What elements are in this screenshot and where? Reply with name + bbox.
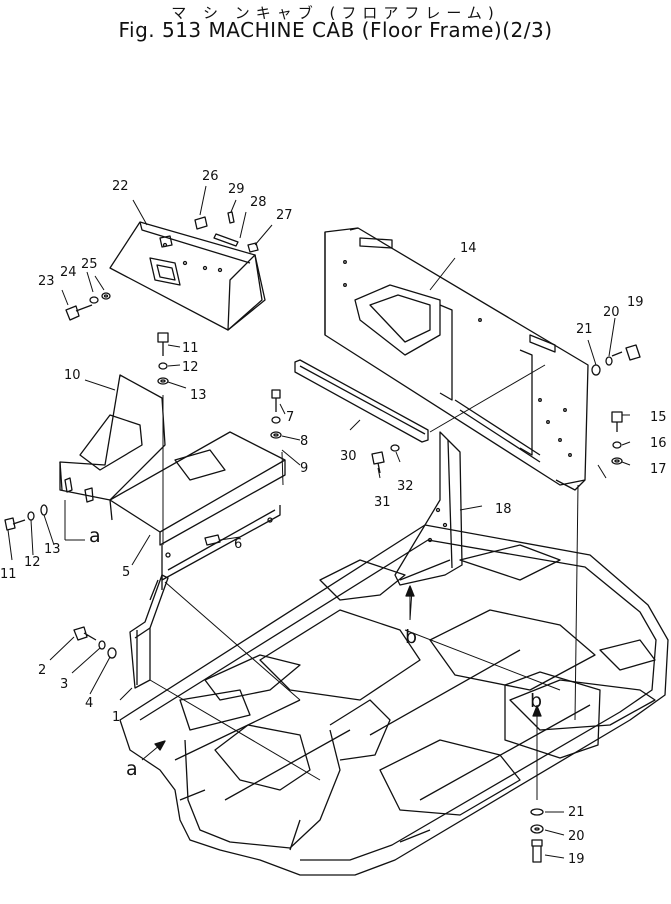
small-part-6 xyxy=(204,534,221,546)
callout-24: 24 xyxy=(60,265,77,280)
callout-15: 15 xyxy=(650,410,667,425)
rear-panel-14 xyxy=(324,227,589,491)
console-box-22 xyxy=(109,221,266,331)
callout-2: 2 xyxy=(38,663,46,678)
console-hardware xyxy=(194,211,259,253)
callout-14: 14 xyxy=(460,241,477,256)
reference-b-right: b xyxy=(530,690,542,712)
fasteners-31-32 xyxy=(371,444,400,474)
callout-7: 7 xyxy=(286,410,294,425)
callout-27: 27 xyxy=(276,208,293,223)
callout-26: 26 xyxy=(202,169,219,184)
callout-19-right: 19 xyxy=(627,295,644,310)
callout-20-right: 20 xyxy=(603,305,620,320)
reference-a-bottom: a xyxy=(126,758,138,780)
callout-5: 5 xyxy=(122,565,130,580)
fasteners-7-9 xyxy=(270,389,282,439)
callout-29: 29 xyxy=(228,182,245,197)
title-japanese: マ シ ンキャブ (フロアフレーム) xyxy=(171,4,500,22)
callout-9: 9 xyxy=(300,461,308,476)
callout-8: 8 xyxy=(300,434,308,449)
callout-31: 31 xyxy=(374,495,391,510)
callout-10: 10 xyxy=(64,368,81,383)
callout-13-top: 13 xyxy=(190,388,207,403)
callout-32: 32 xyxy=(397,479,414,494)
panel-hinge-top xyxy=(359,237,393,249)
callout-17: 17 xyxy=(650,462,667,477)
callout-19-bottom: 19 xyxy=(568,852,585,867)
fasteners-11-13-top xyxy=(157,332,169,385)
callout-12-left: 12 xyxy=(24,555,41,570)
reference-arrows xyxy=(141,585,542,761)
callout-11-left: 11 xyxy=(0,567,17,582)
panel-hinge-right xyxy=(529,334,556,353)
fasteners-19-21-right xyxy=(591,344,641,376)
callout-30: 30 xyxy=(340,449,357,464)
callout-labels: 1 2 3 4 5 6 7 8 9 10 11 11 12 12 13 13 1… xyxy=(0,169,667,867)
callout-21-bottom: 21 xyxy=(568,805,585,820)
leader-lines xyxy=(7,185,631,859)
callout-21-right: 21 xyxy=(576,322,593,337)
reference-b-center: b xyxy=(405,626,417,648)
callout-13-left: 13 xyxy=(44,542,61,557)
callout-3: 3 xyxy=(60,677,68,692)
callout-6: 6 xyxy=(234,537,242,552)
floor-frame xyxy=(119,524,669,876)
fasteners-15-17 xyxy=(611,411,623,465)
reference-labels: a a b b xyxy=(89,525,542,780)
callout-25: 25 xyxy=(81,257,98,272)
callout-12-top: 12 xyxy=(182,360,199,375)
fasteners-23-25 xyxy=(65,292,111,321)
fasteners-2-4 xyxy=(73,626,117,659)
callout-22: 22 xyxy=(112,179,129,194)
callout-1: 1 xyxy=(112,710,120,725)
callout-20-bottom: 20 xyxy=(568,829,585,844)
page-title: Fig. 513 MACHINE CAB (Floor Frame)(2/3) xyxy=(118,18,553,42)
callout-23: 23 xyxy=(38,274,55,289)
strip-30 xyxy=(294,359,429,443)
reference-a-left: a xyxy=(89,525,101,547)
post-1 xyxy=(129,574,169,689)
callout-4: 4 xyxy=(85,696,93,711)
fasteners-19-21-bottom xyxy=(530,808,544,863)
callout-11-top: 11 xyxy=(182,341,199,356)
side-bracket-18 xyxy=(394,431,463,586)
callout-16: 16 xyxy=(650,436,667,451)
callout-28: 28 xyxy=(250,195,267,210)
callout-18: 18 xyxy=(495,502,512,517)
fasteners-11-13-left xyxy=(4,504,48,531)
